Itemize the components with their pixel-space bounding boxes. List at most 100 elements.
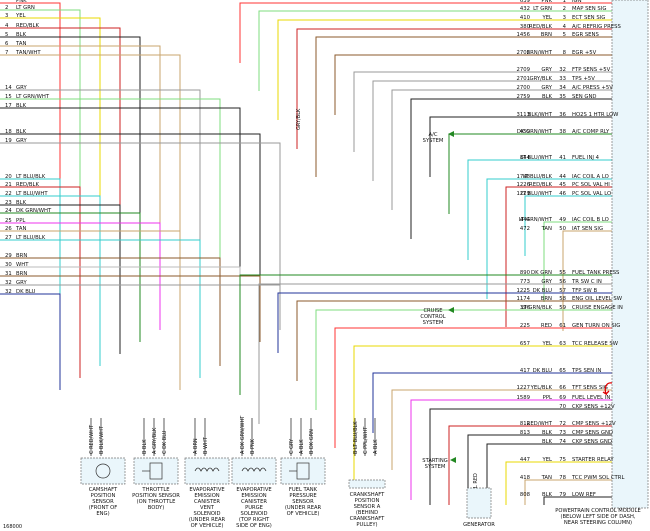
pin-function: PC SOL VAL LO xyxy=(572,191,611,197)
pin-wire-color: RED/BLK xyxy=(529,182,552,188)
pcm-wire xyxy=(258,283,612,424)
pin-circuit-number: 418 xyxy=(520,475,531,481)
pcm-caption-line-2: (BELOW LEFT SIDE OF DASH, xyxy=(560,514,635,520)
pin-function: IAC COIL B LO xyxy=(572,217,609,223)
pin-wire-color: RED/BLK xyxy=(529,24,552,30)
component-pin-label: A DK GRN/WHT xyxy=(240,415,246,454)
left-wire-label: LT BLU/BLK xyxy=(16,174,46,180)
component-caption-line: SIDE OF ENG) xyxy=(236,523,272,529)
left-wire-number: 4 xyxy=(5,23,9,29)
pin-number: 61 xyxy=(559,323,566,329)
component-pin-label: C GRY xyxy=(289,438,295,454)
left-wire xyxy=(0,284,281,330)
pin-function: TFT SENS SIG xyxy=(571,385,608,391)
pin-function: FTP SENS +5V xyxy=(572,67,611,73)
component-pin-label: B DK GRN xyxy=(309,429,315,454)
pcm-caption: POWERTRAIN CONTROL MODULE (BELOW LEFT SI… xyxy=(555,508,641,526)
pin-number: 3 xyxy=(563,15,566,21)
pcm-wire xyxy=(239,2,612,63)
left-wire-label: TAN xyxy=(15,41,26,47)
pin-function: TFP SW B xyxy=(571,288,597,294)
pin-wire-color: YEL xyxy=(541,15,552,21)
pcm-body xyxy=(611,0,649,509)
component-caption-line: EVAPORATIVE xyxy=(236,487,271,493)
pin-function: HO2S 1 HTR LOW xyxy=(572,112,619,118)
pin-number: 79 xyxy=(559,492,566,498)
component-pin-label: B BLK xyxy=(142,439,148,454)
component-pin-label: B WHT xyxy=(203,436,209,454)
left-wire-label: BRN xyxy=(16,253,27,259)
pcm-wire xyxy=(524,195,612,256)
vertical-wire-label: GRY/BLK xyxy=(296,108,302,130)
pcm-wire xyxy=(315,309,612,410)
pcm-wire xyxy=(334,327,612,448)
left-wire xyxy=(0,133,261,342)
pcm-wire xyxy=(410,98,612,239)
left-wire-number: 18 xyxy=(5,129,12,135)
pin-wire-color: GRY xyxy=(541,67,552,73)
pin-wire-color: PPL xyxy=(543,395,552,401)
pin-wire-color: DK GRN/WHT xyxy=(517,129,553,135)
system-label-line: A/C xyxy=(429,132,438,138)
pin-circuit-number: 1174 xyxy=(517,296,531,302)
left-wire-number: 7 xyxy=(5,50,8,56)
pin-circuit-number: 444 xyxy=(520,217,531,223)
left-wire xyxy=(0,17,101,366)
component-body xyxy=(280,457,326,485)
pin-circuit-number: 639 xyxy=(520,0,530,4)
left-wire-label: GRY xyxy=(16,85,27,91)
component-caption-line: CRANKSHAFT xyxy=(350,492,385,498)
pin-wire-color: BLK/WHT xyxy=(528,112,553,118)
pin-number: 36 xyxy=(559,112,566,118)
component-caption-line: CRANKSHAFT xyxy=(350,516,385,522)
pin-function: LOW REF xyxy=(572,492,596,498)
pcm-wire xyxy=(448,425,612,505)
component-caption-line: EMISSION xyxy=(194,493,219,499)
left-wire xyxy=(0,204,121,354)
left-wire xyxy=(0,36,141,342)
pin-wire-color: TAN xyxy=(541,475,552,481)
component-caption-line: CAMSHAFT xyxy=(89,487,118,493)
generator: GENERATOR L RED xyxy=(463,473,495,528)
left-wire xyxy=(0,257,221,366)
sensor-symbol xyxy=(95,463,111,479)
arrow-icon xyxy=(448,131,454,137)
pin-circuit-number: 2759 xyxy=(517,94,530,100)
pin-circuit-number: 1227 xyxy=(517,385,530,391)
pin-wire-color: BRN/WHT xyxy=(526,50,552,56)
pin-circuit-number: 447 xyxy=(520,457,530,463)
pin-function: A/C REFRIG PRESS xyxy=(572,24,621,30)
pin-number: 1 xyxy=(563,0,566,4)
pin-circuit-number: 417 xyxy=(520,368,530,374)
pin-circuit-number: 1226 xyxy=(517,182,531,188)
pin-function: IAT SEN SIG xyxy=(572,226,603,232)
pin-function: IGN xyxy=(572,0,582,4)
pin-number: 70 xyxy=(559,404,566,410)
component-pin-label: A GRY/BLK xyxy=(152,427,158,454)
left-wire-number: 23 xyxy=(5,200,12,206)
left-wire-label: BLK xyxy=(16,129,27,135)
pin-wire-color: BLK xyxy=(542,94,553,100)
left-wire-number: 19 xyxy=(5,138,12,144)
left-wire-number: 30 xyxy=(5,262,12,268)
component-pin-label: B LT BLU/BLK xyxy=(353,421,359,454)
pin-circuit-number: 1229 xyxy=(517,191,530,197)
pin-circuit-number: 459 xyxy=(520,129,530,135)
left-wire-number: 15 xyxy=(5,94,12,100)
pcm-wire xyxy=(334,54,612,115)
pcm-wire xyxy=(239,274,612,395)
pin-circuit-number: 773 xyxy=(520,279,530,285)
pin-function: CMP SENS GND xyxy=(572,430,613,436)
pin-circuit-number: 844 xyxy=(520,155,531,161)
component-caption-line: FUEL TANK xyxy=(289,487,318,493)
generator-pin-label: L RED xyxy=(473,473,479,488)
pin-number: 50 xyxy=(559,226,566,232)
pin-circuit-number: 2700 xyxy=(517,85,531,91)
pin-wire-color: GRY xyxy=(541,85,552,91)
pin-number: 73 xyxy=(559,430,566,436)
